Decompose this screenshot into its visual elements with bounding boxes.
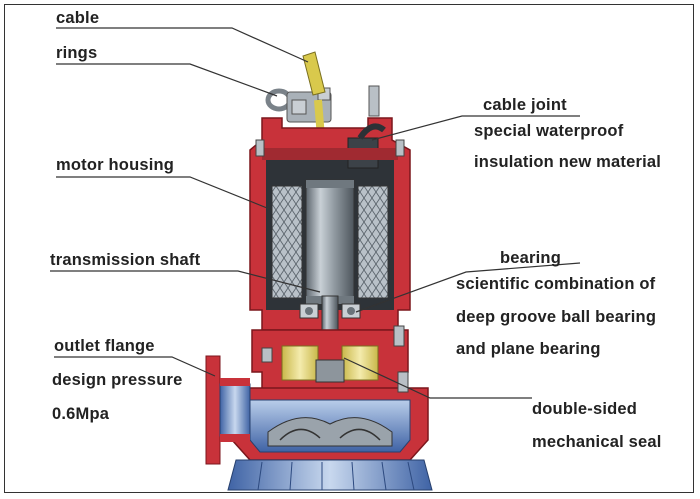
outlet-flange bbox=[205, 355, 251, 465]
impeller bbox=[267, 417, 393, 447]
label-double-sided: double-sided bbox=[532, 400, 638, 418]
label-insulation-material: insulation new material bbox=[474, 153, 662, 171]
leader-bearing bbox=[355, 262, 581, 313]
label-mechanical-seal: mechanical seal bbox=[532, 433, 662, 451]
power-cable bbox=[302, 51, 326, 96]
label-transmission-shaft: transmission shaft bbox=[50, 251, 201, 269]
stator-right bbox=[357, 185, 389, 299]
rotor bbox=[305, 179, 355, 305]
label-bearing-desc-1: scientific combination of bbox=[456, 275, 656, 293]
label-cable: cable bbox=[56, 9, 100, 27]
stator-left bbox=[271, 185, 303, 299]
leader-cable bbox=[56, 27, 309, 63]
bearing-assembly bbox=[299, 303, 361, 319]
leader-motor-housing bbox=[56, 176, 273, 211]
seal-chamber-left bbox=[281, 345, 319, 381]
leader-cable-joint bbox=[371, 115, 580, 141]
seal-chamber-right bbox=[341, 345, 379, 381]
leader-lines bbox=[50, 27, 581, 399]
label-cable-joint: cable joint bbox=[483, 96, 567, 114]
pump-base bbox=[227, 459, 433, 491]
label-design-pressure: design pressure bbox=[52, 371, 183, 389]
label-bearing-desc-3: and plane bearing bbox=[456, 340, 601, 358]
leader-rings bbox=[56, 63, 278, 97]
leader-mechanical-seal bbox=[343, 357, 532, 399]
leader-outlet-flange bbox=[54, 356, 216, 377]
label-outlet-flange: outlet flange bbox=[54, 337, 155, 355]
mechanical-seal bbox=[315, 359, 345, 383]
label-motor-housing: motor housing bbox=[56, 156, 175, 174]
label-special-waterproof: special waterproof bbox=[474, 122, 624, 140]
label-bearing: bearing bbox=[500, 249, 561, 267]
label-rings: rings bbox=[56, 44, 98, 62]
vent-plug bbox=[368, 85, 380, 117]
housing-bolts bbox=[255, 139, 409, 393]
leader-transmission-shaft bbox=[50, 270, 321, 293]
label-bearing-desc-2: deep groove ball bearing bbox=[456, 308, 657, 326]
label-pressure-value: 0.6Mpa bbox=[52, 405, 110, 423]
